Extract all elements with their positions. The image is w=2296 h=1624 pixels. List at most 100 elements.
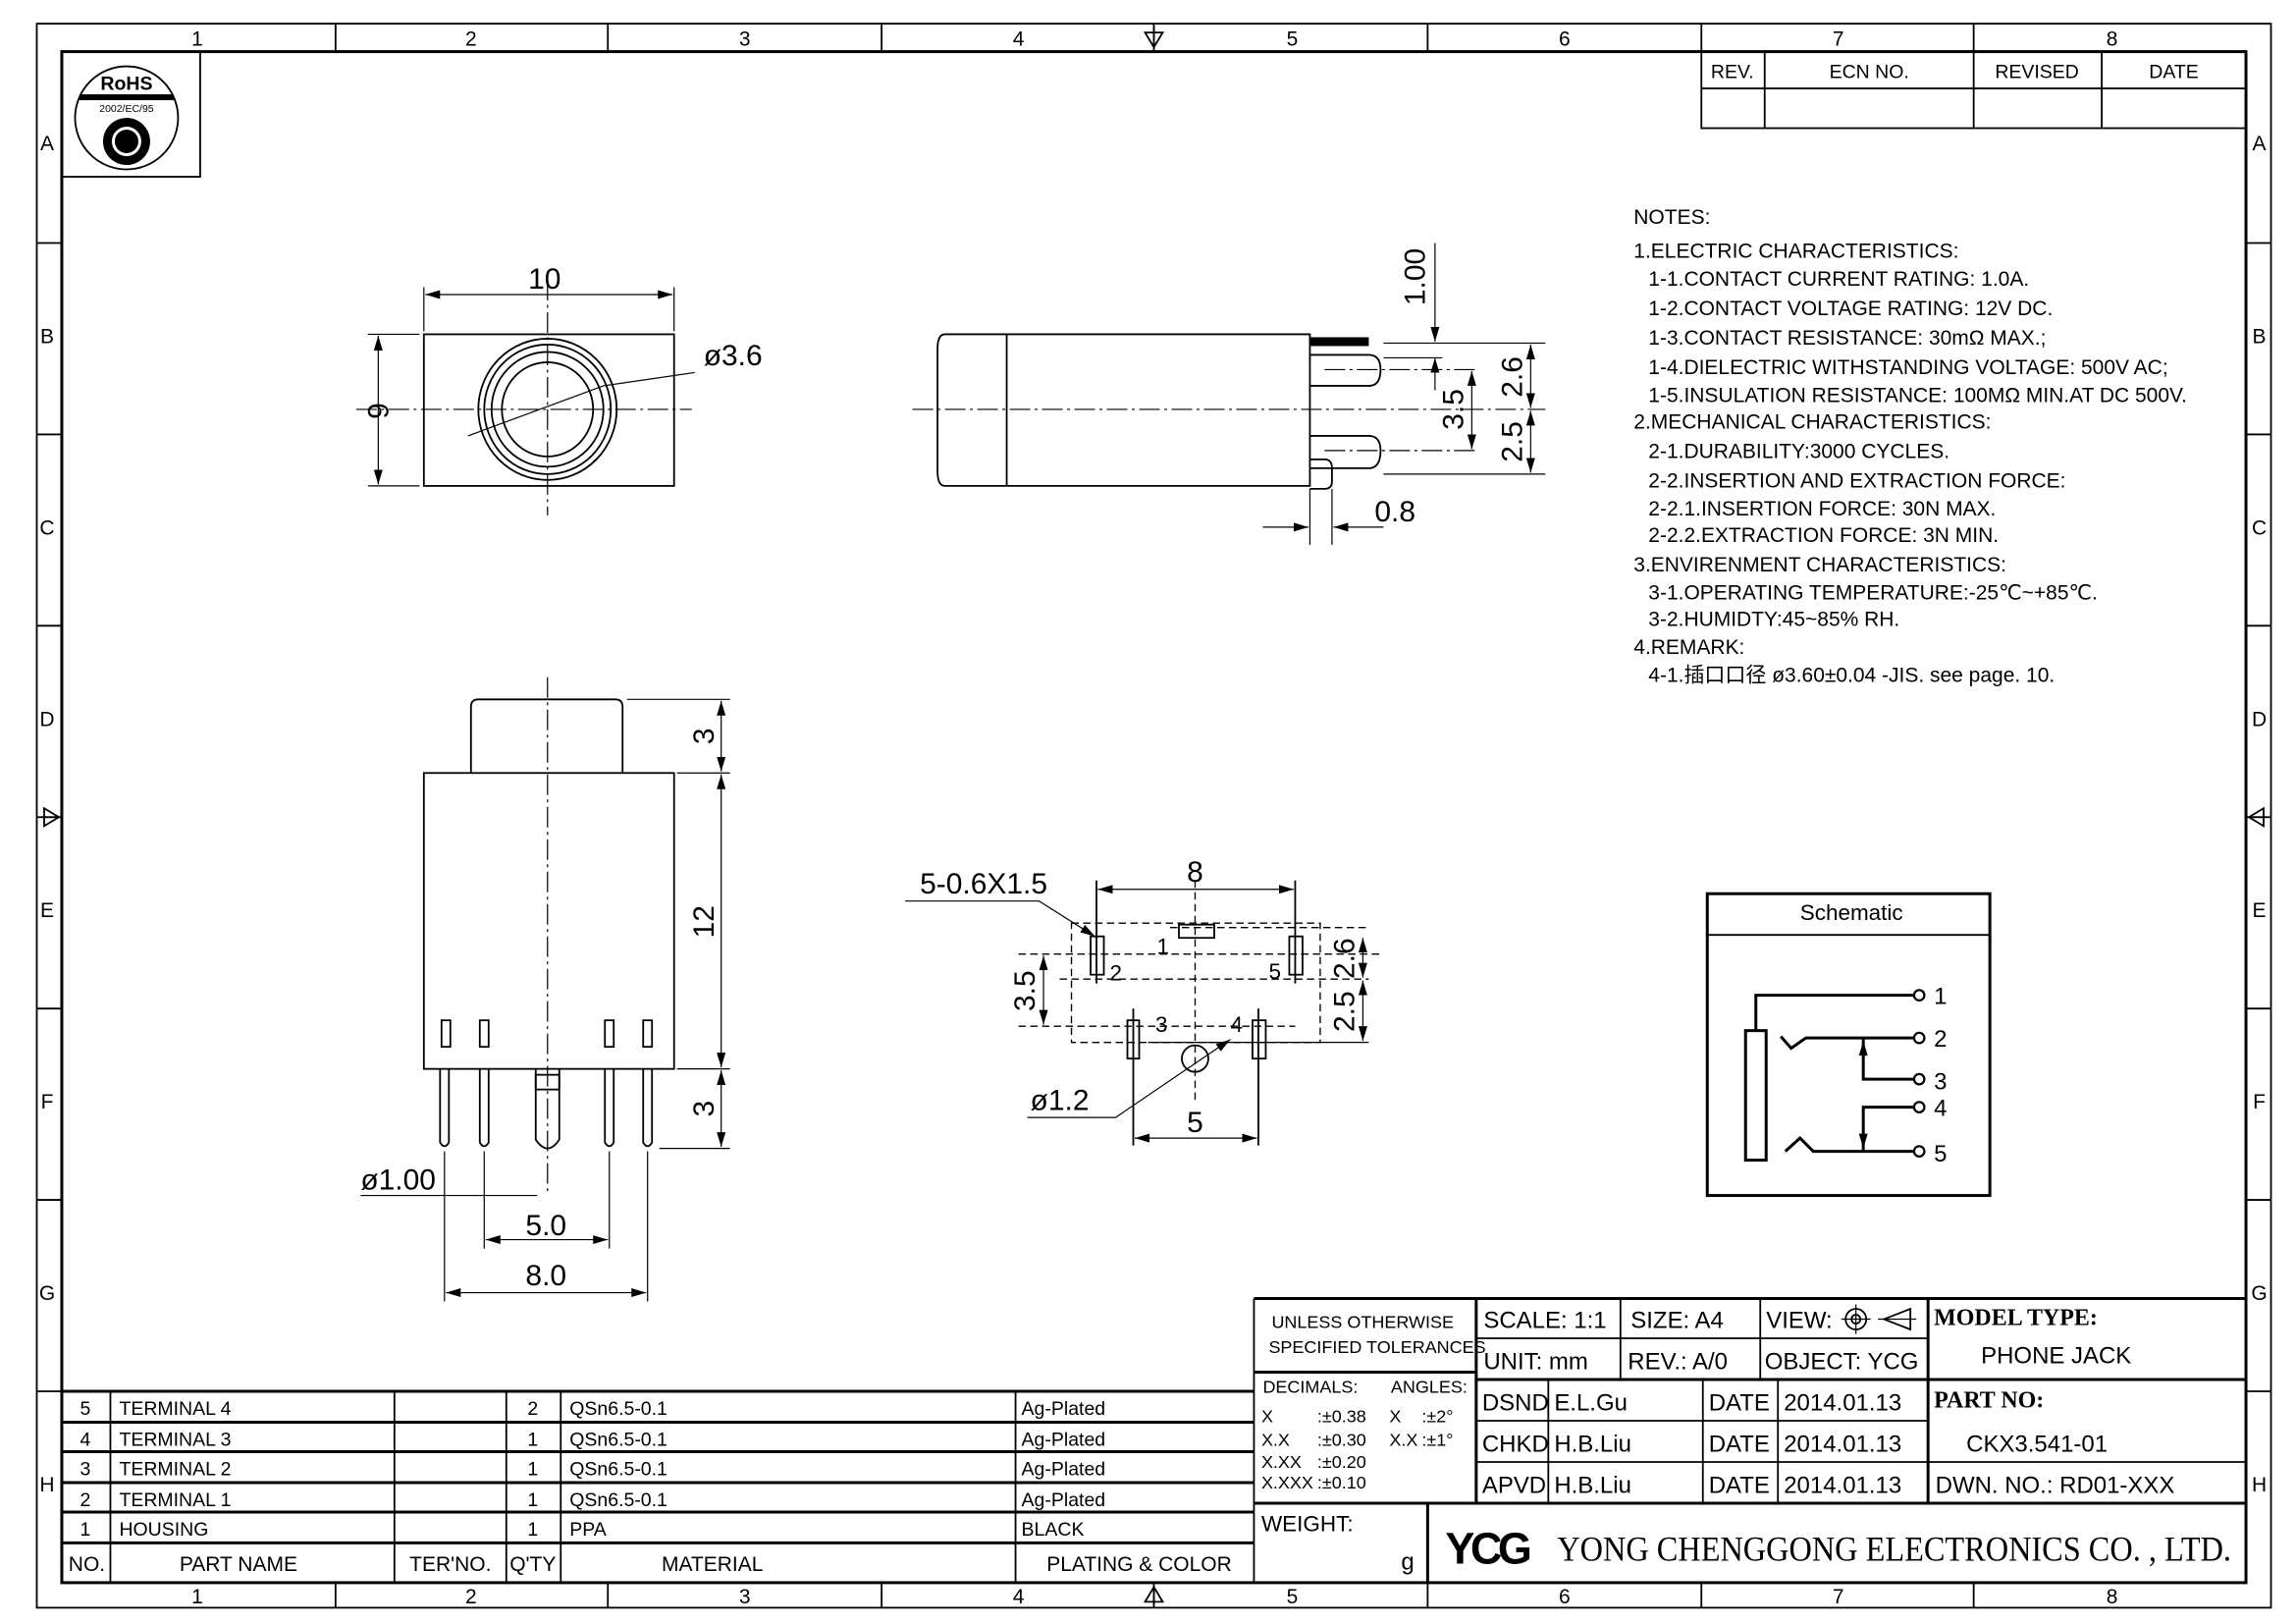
note-line: 4-1.插口口径 ø3.60±0.04 -JIS. see page. 10. — [1648, 664, 2055, 686]
note-line: 1-5.INSULATION RESISTANCE: 100MΩ MIN.AT … — [1648, 384, 2187, 406]
locating-hole — [1181, 1044, 1209, 1073]
schematic-pin-label: 3 — [1934, 1069, 1947, 1096]
zone-row-right: C — [2252, 516, 2267, 539]
zone-row-left: B — [40, 325, 54, 348]
table-row: 2 TERMINAL 1 1 QSn6.5-0.1 Ag-Plated — [80, 1489, 1106, 1511]
right-top-dim-label: 2.6 — [1328, 938, 1361, 979]
angles-label: ANGLES: — [1391, 1377, 1468, 1396]
pad-1 — [1178, 923, 1215, 940]
zone-col-bottom: 7 — [1833, 1586, 1844, 1608]
zone-row-left: G — [39, 1282, 55, 1305]
zone-col-top: 6 — [1559, 28, 1571, 51]
note-line: 2-2.1.INSERTION FORCE: 30N MAX. — [1648, 498, 1996, 520]
table-row: 5 TERMINAL 4 2 QSn6.5-0.1 Ag-Plated — [80, 1398, 1106, 1420]
model-type: PHONE JACK — [1981, 1343, 2131, 1370]
signoff-date-label: DATE — [1709, 1431, 1770, 1457]
cell-qty: 1 — [527, 1458, 538, 1480]
zone-col-bottom: 3 — [739, 1586, 751, 1608]
zone-col-bottom: 4 — [1013, 1586, 1025, 1608]
note-line: 1-3.CONTACT RESISTANCE: 30mΩ MAX.; — [1648, 327, 2046, 350]
zone-row-right: A — [2253, 133, 2267, 155]
pin-label: 2 — [1110, 961, 1123, 986]
signoff-name: H.B.Liu — [1554, 1472, 1631, 1498]
angle-format: X.X — [1389, 1430, 1417, 1449]
note-line: 3-1.OPERATING TEMPERATURE:-25℃~+85℃. — [1648, 581, 2098, 604]
note-line: 4.REMARK: — [1633, 636, 1744, 659]
cell-plating: Ag-Plated — [1022, 1429, 1106, 1450]
zone-row-right: G — [2251, 1282, 2267, 1305]
zone-col-bottom: 6 — [1559, 1586, 1571, 1608]
header-material: MATERIAL — [662, 1553, 763, 1576]
schematic-pin-label: 5 — [1934, 1141, 1947, 1167]
signoff-date-label: DATE — [1709, 1472, 1770, 1498]
zone-col-top: 7 — [1833, 28, 1844, 51]
cell-plating: Ag-Plated — [1022, 1489, 1106, 1511]
pin-label: 4 — [1230, 1012, 1243, 1037]
pitch-inner-label: 5.0 — [525, 1210, 566, 1242]
table-header: NO. PART NAME TER'NO. Q'TY MATERIAL PLAT… — [69, 1553, 1232, 1576]
parts-table: 5 TERMINAL 4 2 QSn6.5-0.1 Ag-Plated 4 TE… — [61, 1298, 1255, 1583]
zone-row-left: A — [40, 133, 54, 155]
cell-material: QSn6.5-0.1 — [569, 1458, 667, 1480]
right-bottom-dim-label: 2.5 — [1328, 991, 1361, 1032]
bore-dim-label: ø3.6 — [704, 340, 763, 372]
zone-row-left: F — [41, 1091, 54, 1113]
dim-3-5-label: 3.5 — [1437, 389, 1469, 430]
note-line: 2-2.INSERTION AND EXTRACTION FORCE: — [1648, 469, 2065, 492]
cell-material: QSn6.5-0.1 — [569, 1489, 667, 1511]
view-label: VIEW: — [1766, 1308, 1832, 1334]
drawing-frame: 1 2 3 4 5 6 7 8 1 2 3 4 5 6 7 8 A B C D … — [35, 23, 2272, 1609]
size: SIZE: A4 — [1630, 1308, 1724, 1334]
cell-material: QSn6.5-0.1 — [569, 1398, 667, 1420]
zone-row-right: D — [2252, 708, 2267, 731]
cell-no: 5 — [80, 1398, 91, 1420]
bottom-view: 3 12 3 ø1.00 5.0 8.0 — [360, 677, 730, 1302]
cell-name: TERMINAL 2 — [119, 1458, 231, 1480]
zone-col-bottom: 8 — [2107, 1586, 2118, 1608]
decimal-tolerance: :±0.30 — [1317, 1430, 1366, 1449]
header-part-name: PART NAME — [180, 1553, 297, 1576]
notes: NOTES: 1.ELECTRIC CHARACTERISTICS: 1-1.C… — [1633, 206, 2187, 686]
zone-col-bottom: 1 — [191, 1586, 203, 1608]
signoff-role: CHKD — [1482, 1431, 1549, 1457]
zone-col-top: 2 — [465, 28, 477, 51]
height-dim-label: 6 — [361, 403, 394, 419]
tolerance-title-1: UNLESS OTHERWISE — [1271, 1313, 1454, 1332]
schematic-pin-label: 4 — [1934, 1096, 1947, 1122]
boss-dim-label: 3 — [688, 728, 721, 744]
decimal-format: X.XX — [1261, 1452, 1302, 1472]
body-dim-label: 12 — [688, 905, 721, 938]
weight-unit: g — [1401, 1548, 1414, 1575]
header-plating-color: PLATING & COLOR — [1046, 1553, 1232, 1576]
cell-no: 3 — [80, 1458, 91, 1480]
zone-col-top: 5 — [1287, 28, 1299, 51]
cell-name: TERMINAL 4 — [119, 1398, 231, 1420]
model-type-label: MODEL TYPE: — [1934, 1306, 2098, 1331]
rohs-title: RoHS — [100, 74, 152, 95]
cell-qty: 1 — [527, 1429, 538, 1450]
revision-block: REV. ECN NO. REVISED DATE — [1700, 50, 2247, 130]
table-row: 1 HOUSING 1 PPA BLACK — [80, 1519, 1085, 1541]
signoff-date: 2014.01.13 — [1784, 1472, 1901, 1498]
bottom-dim-label: 5 — [1187, 1107, 1203, 1139]
zone-col-top: 8 — [2107, 28, 2118, 51]
angle-tolerance: :±1° — [1421, 1430, 1453, 1449]
pitch-outer-label: 8.0 — [525, 1260, 566, 1292]
note-line: 2-1.DURABILITY:3000 CYCLES. — [1648, 440, 1949, 462]
tolerance-title-2: SPECIFIED TOLERANCES — [1268, 1337, 1485, 1357]
zone-ticks — [36, 24, 2271, 1608]
schematic-pin-label: 2 — [1934, 1026, 1947, 1053]
zone-row-right: H — [2252, 1474, 2267, 1496]
pin-thickness-dim-label: 1.00 — [1399, 248, 1431, 305]
note-line: 2.MECHANICAL CHARACTERISTICS: — [1633, 410, 1991, 433]
schematic-pin-label: 1 — [1934, 984, 1947, 1010]
front-view: 10 6 ø3.6 — [355, 263, 763, 515]
header-ter-no: TER'NO. — [409, 1553, 491, 1576]
cell-name: HOUSING — [119, 1519, 208, 1541]
note-line: 1-2.CONTACT VOLTAGE RATING: 12V DC. — [1648, 298, 2053, 320]
cell-plating: BLACK — [1022, 1519, 1085, 1541]
zone-row-right: F — [2253, 1091, 2266, 1113]
zone-col-bottom: 5 — [1287, 1586, 1299, 1608]
side-view: 1.00 2.6 2.5 3.5 0.8 — [912, 243, 1546, 545]
